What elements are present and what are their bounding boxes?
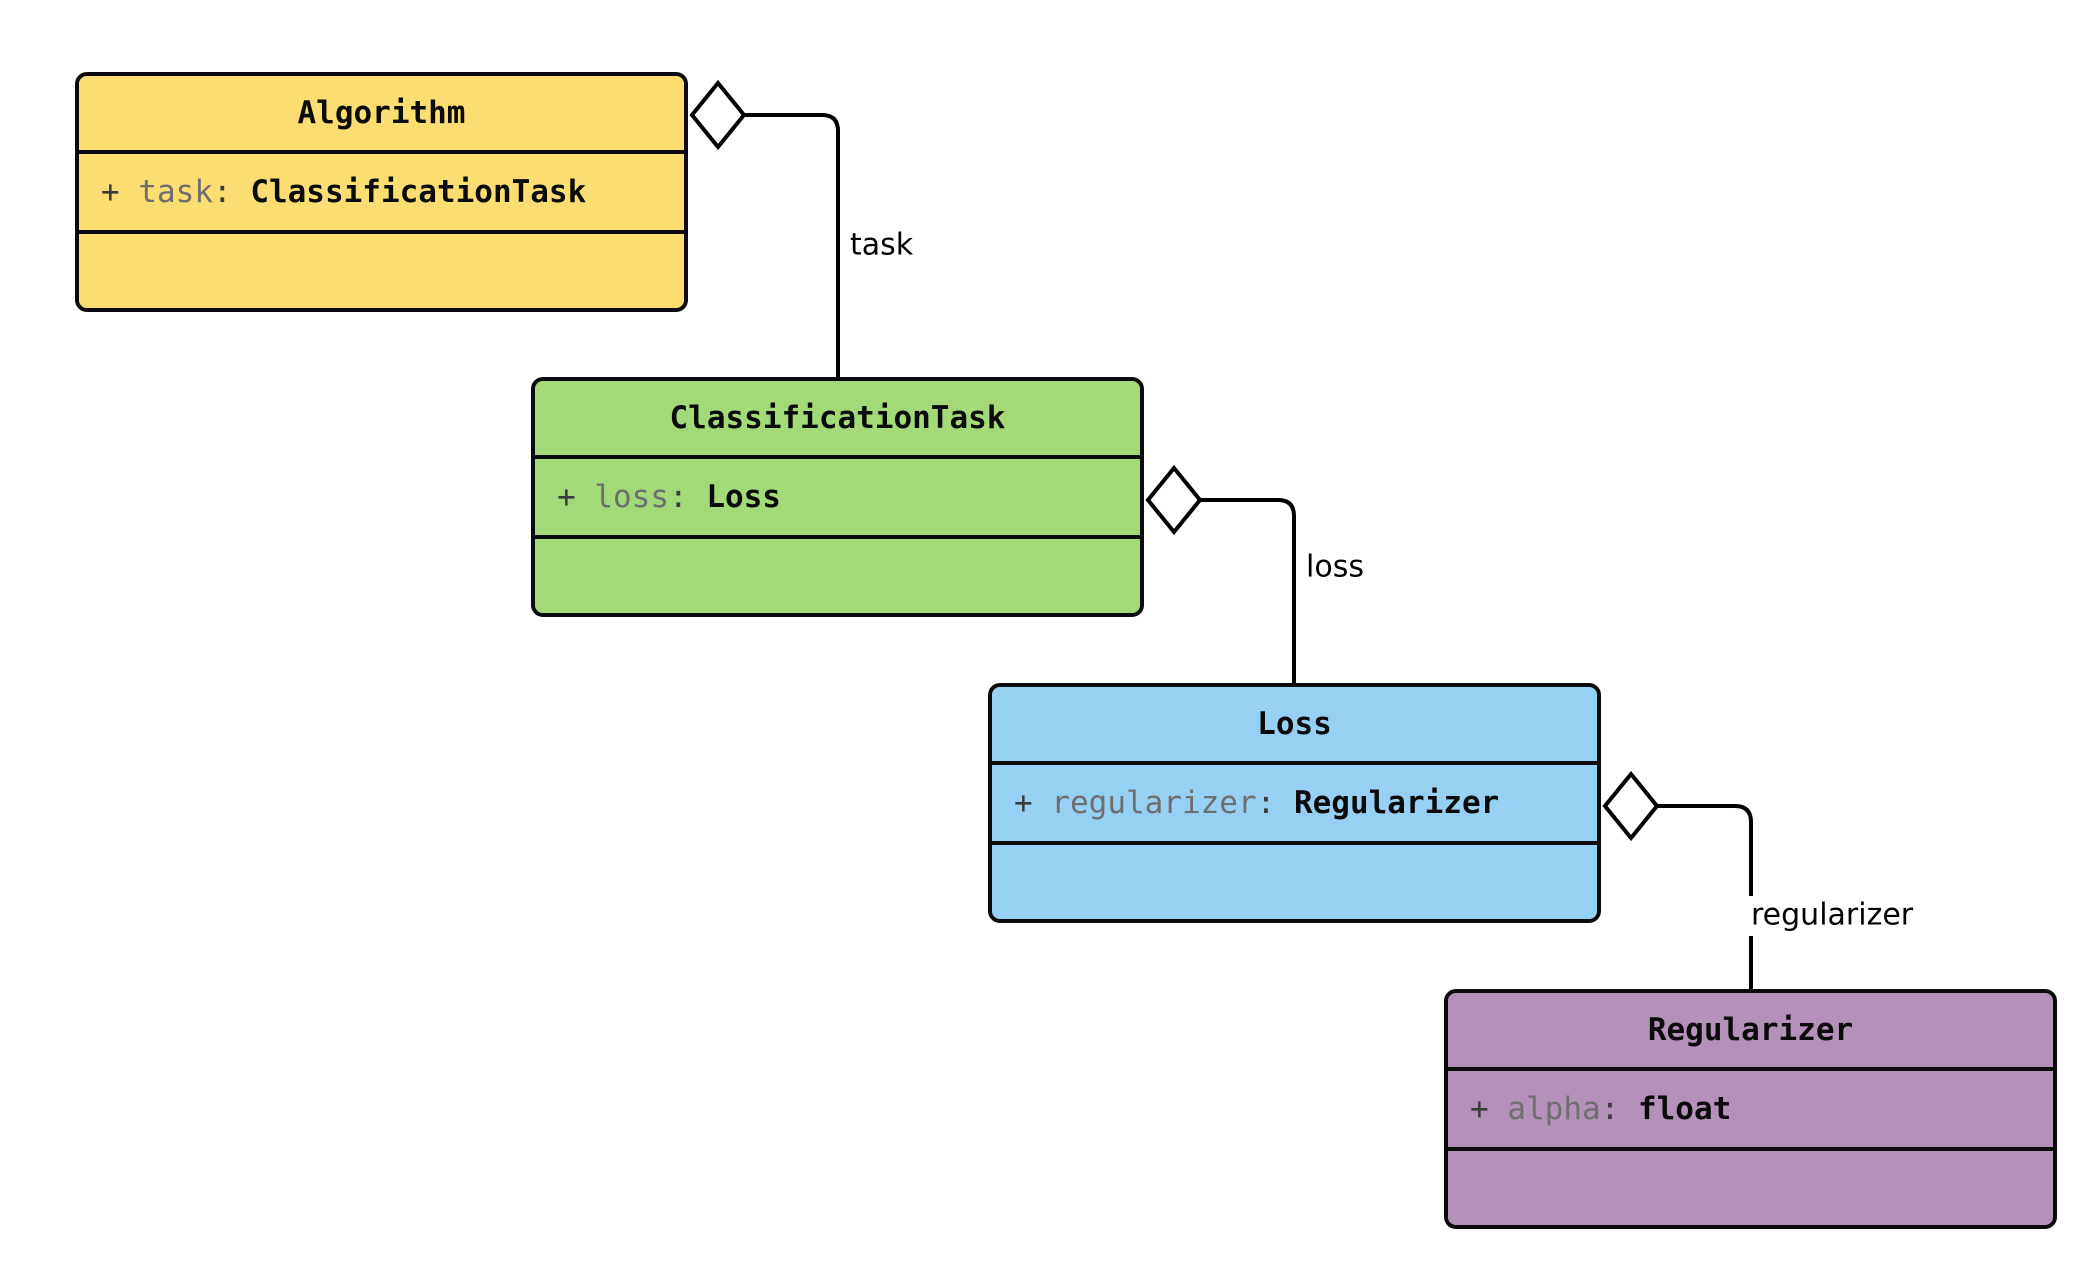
uml-class-title-classificationtask: ClassificationTask (535, 381, 1140, 459)
relationship-line (1200, 498, 1296, 683)
uml-attribute-row: + task: ClassificationTask (101, 174, 586, 210)
attribute-type: Regularizer (1293, 785, 1500, 821)
uml-class-methods-loss (992, 845, 1597, 919)
attribute-visibility: + (1014, 785, 1052, 821)
attribute-name: loss (594, 479, 669, 515)
uml-class-algorithm[interactable]: Algorithm + task: ClassificationTask (75, 72, 688, 312)
uml-class-methods-classificationtask (535, 539, 1140, 613)
aggregation-diamond-icon (1145, 464, 1203, 536)
attribute-colon: : (668, 479, 707, 515)
relationship-label-backdrop (1744, 896, 1934, 936)
attribute-visibility: + (1470, 1091, 1508, 1127)
relationship-line (744, 113, 840, 377)
uml-class-methods-regularizer (1448, 1151, 2053, 1225)
relationship-rel-task[interactable]: task (689, 79, 921, 377)
relationship-label-backdrop (843, 226, 921, 266)
attribute-type: Loss (706, 479, 781, 515)
aggregation-diamond-icon (689, 79, 747, 151)
uml-class-attributes-classificationtask: + loss: Loss (535, 459, 1140, 539)
attribute-name: regularizer (1051, 785, 1257, 821)
attribute-visibility: + (101, 174, 139, 210)
relationship-label-backdrop (1299, 548, 1377, 588)
attribute-name: task (138, 174, 213, 210)
relationship-line (1657, 804, 1753, 989)
attribute-visibility: + (557, 479, 595, 515)
attribute-type: ClassificationTask (250, 174, 587, 210)
relationship-label: regularizer (1751, 898, 1914, 933)
attribute-type: float (1637, 1091, 1732, 1127)
uml-class-attributes-algorithm: + task: ClassificationTask (79, 154, 684, 234)
relationship-rel-loss[interactable]: loss (1145, 464, 1377, 683)
aggregation-diamond-icon (1602, 770, 1660, 842)
uml-attribute-row: + regularizer: Regularizer (1014, 785, 1499, 821)
uml-class-regularizer[interactable]: Regularizer + alpha: float (1444, 989, 2057, 1229)
uml-class-title-regularizer: Regularizer (1448, 993, 2053, 1071)
uml-class-classificationtask[interactable]: ClassificationTask + loss: Loss (531, 377, 1144, 617)
attribute-colon: : (1600, 1091, 1638, 1127)
uml-class-title-algorithm: Algorithm (79, 76, 684, 154)
uml-class-title-loss: Loss (992, 687, 1597, 765)
relationship-rel-regularizer[interactable]: regularizer (1602, 770, 1934, 989)
attribute-colon: : (1256, 785, 1294, 821)
attribute-name: alpha (1507, 1091, 1601, 1127)
relationship-label: task (850, 228, 914, 263)
uml-attribute-row: + loss: Loss (557, 479, 781, 515)
uml-class-attributes-loss: + regularizer: Regularizer (992, 765, 1597, 845)
uml-class-loss[interactable]: Loss + regularizer: Regularizer (988, 683, 1601, 923)
uml-class-methods-algorithm (79, 234, 684, 308)
relationship-label: loss (1306, 550, 1364, 585)
uml-class-attributes-regularizer: + alpha: float (1448, 1071, 2053, 1151)
uml-attribute-row: + alpha: float (1470, 1091, 1731, 1127)
attribute-colon: : (212, 174, 251, 210)
